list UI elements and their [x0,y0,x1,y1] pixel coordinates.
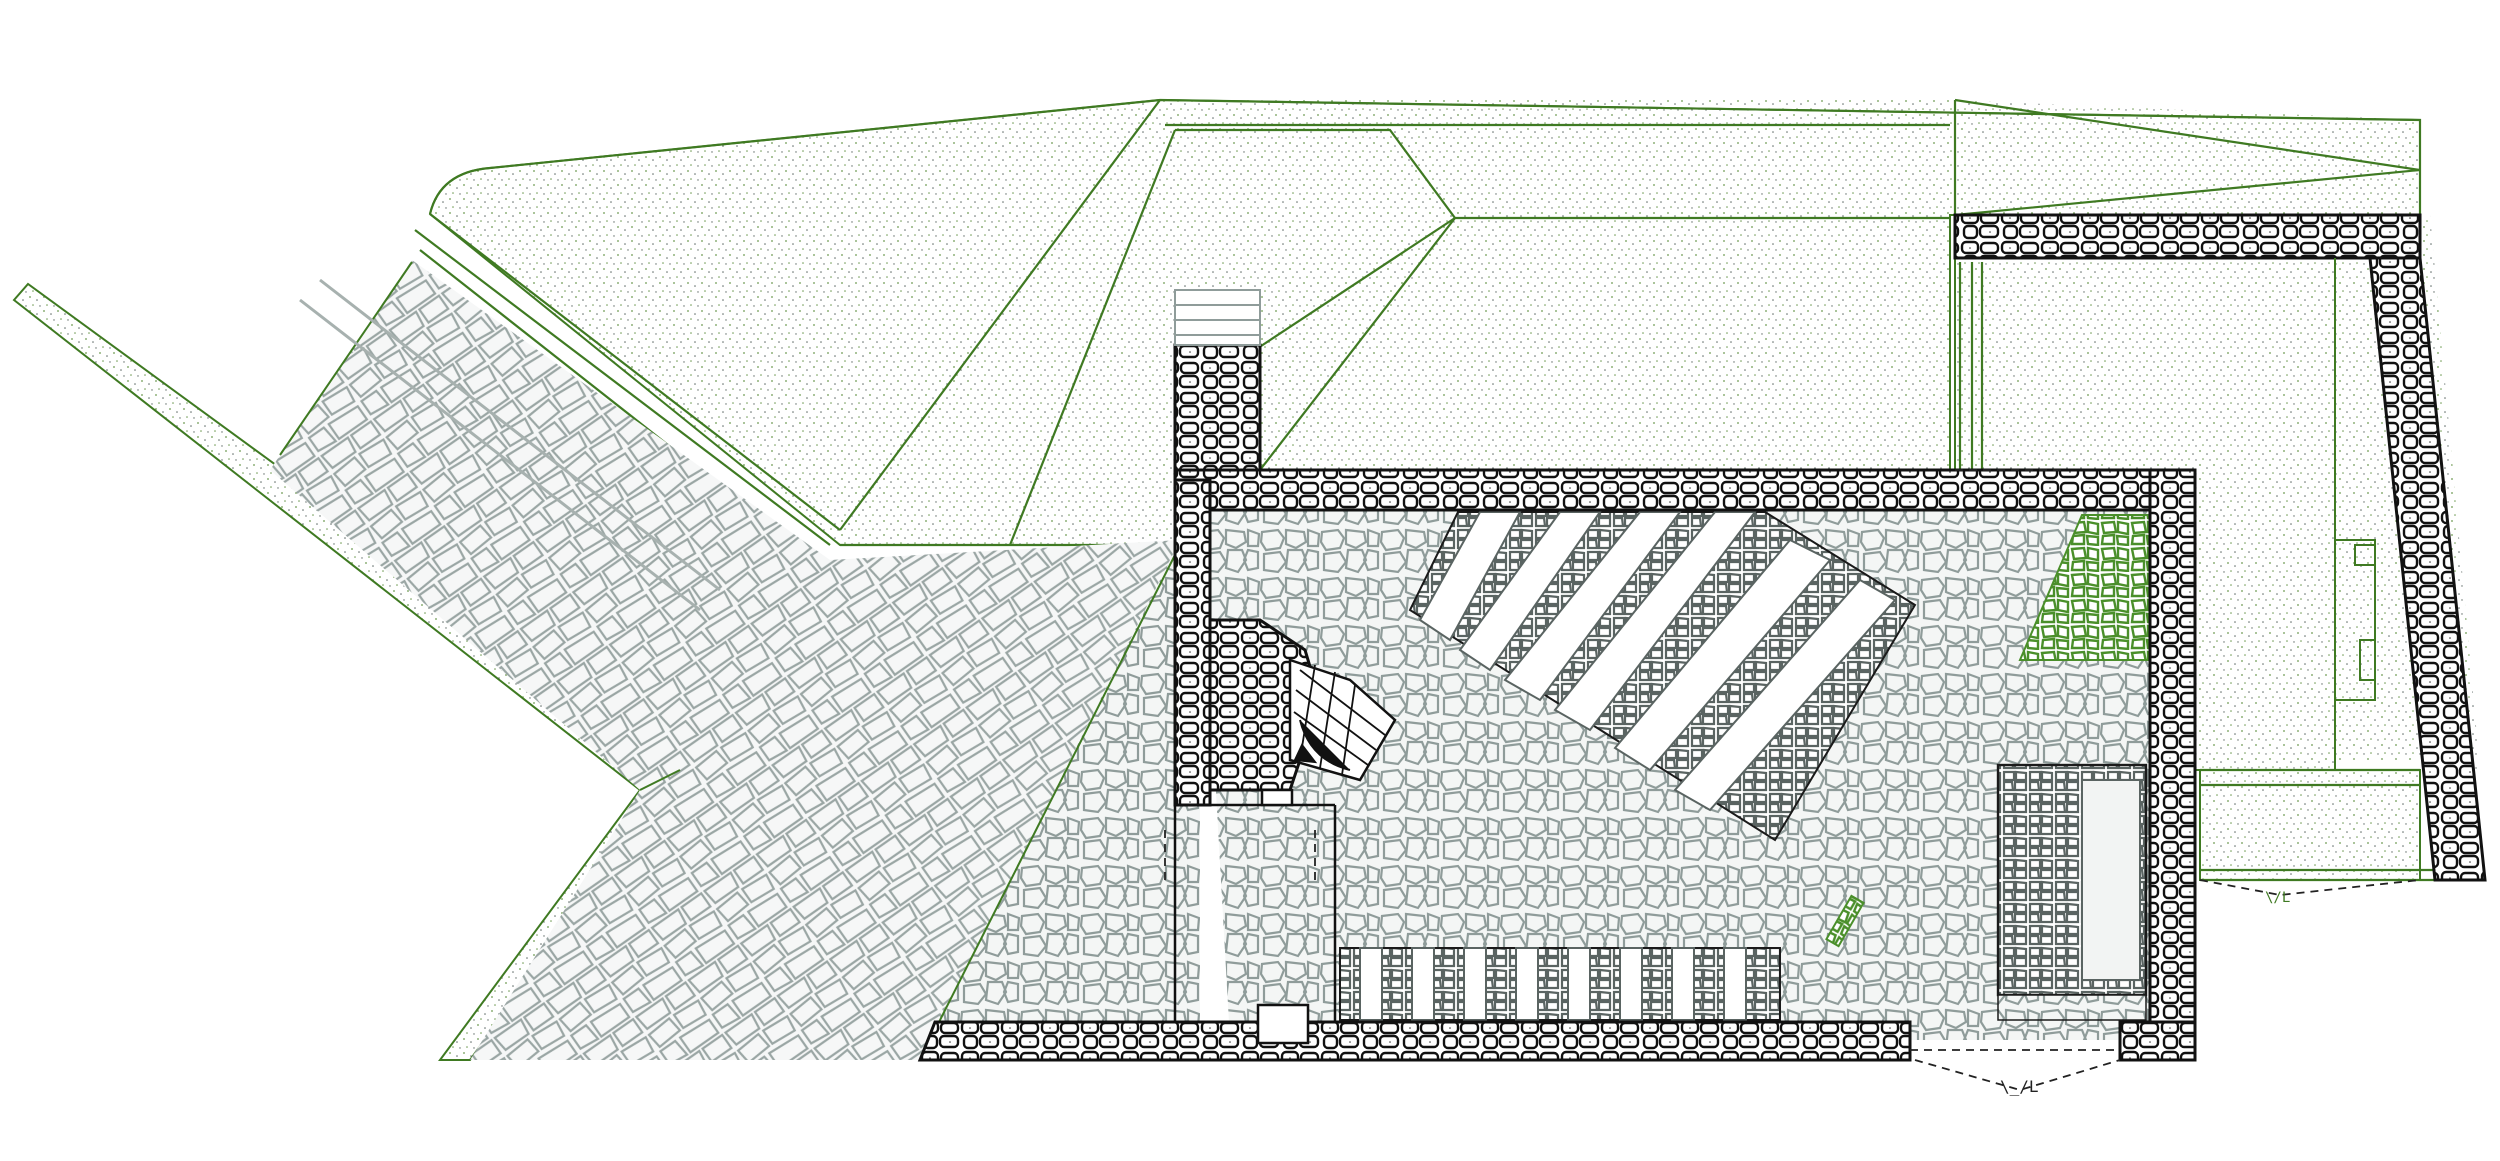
dimension-label-right: \/L [2265,890,2290,906]
raised-stone-bed [1996,763,2148,1021]
striped-paving-feature [1408,511,1917,842]
wall-left [1173,478,1212,807]
dimension-label-bottom: \_/L [2000,1077,2039,1096]
wall-courtyard-top [1953,213,2422,260]
wall-right [2148,468,2197,1062]
wall-opening-box [1256,1003,1310,1045]
wall-top [1173,468,2197,512]
stone-walls [917,213,2487,1062]
interior-partitions [1173,788,1337,1022]
stair-arrow-icon [1293,719,1351,771]
stair [1288,658,1397,782]
courtyard-fixtures [2334,258,2376,760]
bench-slats [1339,947,1781,1021]
wall-courtyard-right [2368,256,2487,882]
drain-marker [1825,894,1865,948]
diagonal-paving-path [270,260,1180,1060]
earth-areas [12,98,2480,1061]
chimney-cap [1174,289,1261,346]
terrain-facet-lines [414,98,2480,882]
dashed-openings [1164,469,2421,1091]
wall-chimney [1173,343,1262,472]
wall-bottom [917,1020,1912,1062]
